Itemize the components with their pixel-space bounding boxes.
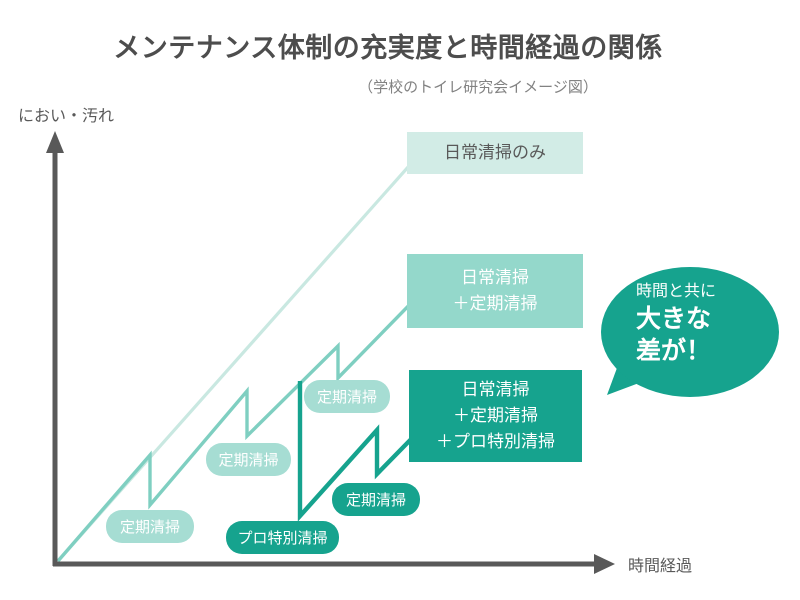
event-pill-pro-special: プロ特別清掃 [226,521,339,554]
series-layer [56,164,424,563]
y-axis-label: におい・汚れ [18,108,115,125]
page-subtitle: （学校のトイレ研究会イメージ図） [358,79,598,96]
series-box-line: ＋定期清掃 [453,406,538,425]
series-line-daily-periodic [56,290,424,563]
speech-bubble-line: 大きな [636,305,712,333]
series-line-daily-periodic-pro [297,381,424,522]
speech-bubble: 時間と共に 大きな 差が！ [596,263,791,408]
series-box-daily-only: 日常清掃のみ [407,132,583,174]
speech-bubble-ellipse [601,267,779,397]
speech-bubble-line: 差が！ [636,337,712,365]
series-box-line: 日常清掃 [461,268,529,287]
y-axis-arrowhead-icon [46,131,64,153]
series-box-daily-periodic-pro: 日常清掃 ＋定期清掃 ＋プロ特別清掃 [409,370,582,462]
page-title: メンテナンス体制の充実度と時間経過の関係 [113,33,663,63]
event-pill-periodic-2: 定期清掃 [206,443,291,476]
event-pill-periodic-1: 定期清掃 [106,510,194,543]
series-box-daily-periodic: 日常清掃 ＋定期清掃 [407,254,583,328]
event-pill-periodic-dark: 定期清掃 [332,483,420,516]
series-box-line: 日常清掃のみ [444,143,546,162]
x-axis-label: 時間経過 [628,558,693,575]
speech-bubble-line: 時間と共に [636,283,717,300]
x-axis-arrowhead-icon [594,554,615,574]
speech-bubble-text: 時間と共に 大きな 差が！ [636,281,716,367]
axes [46,131,615,574]
series-box-line: ＋プロ特別清掃 [436,432,555,451]
event-pill-periodic-3: 定期清掃 [304,380,390,413]
series-box-line: 日常清掃 [461,380,530,399]
speech-bubble-shape [601,267,779,397]
series-box-line: ＋定期清掃 [452,294,538,313]
